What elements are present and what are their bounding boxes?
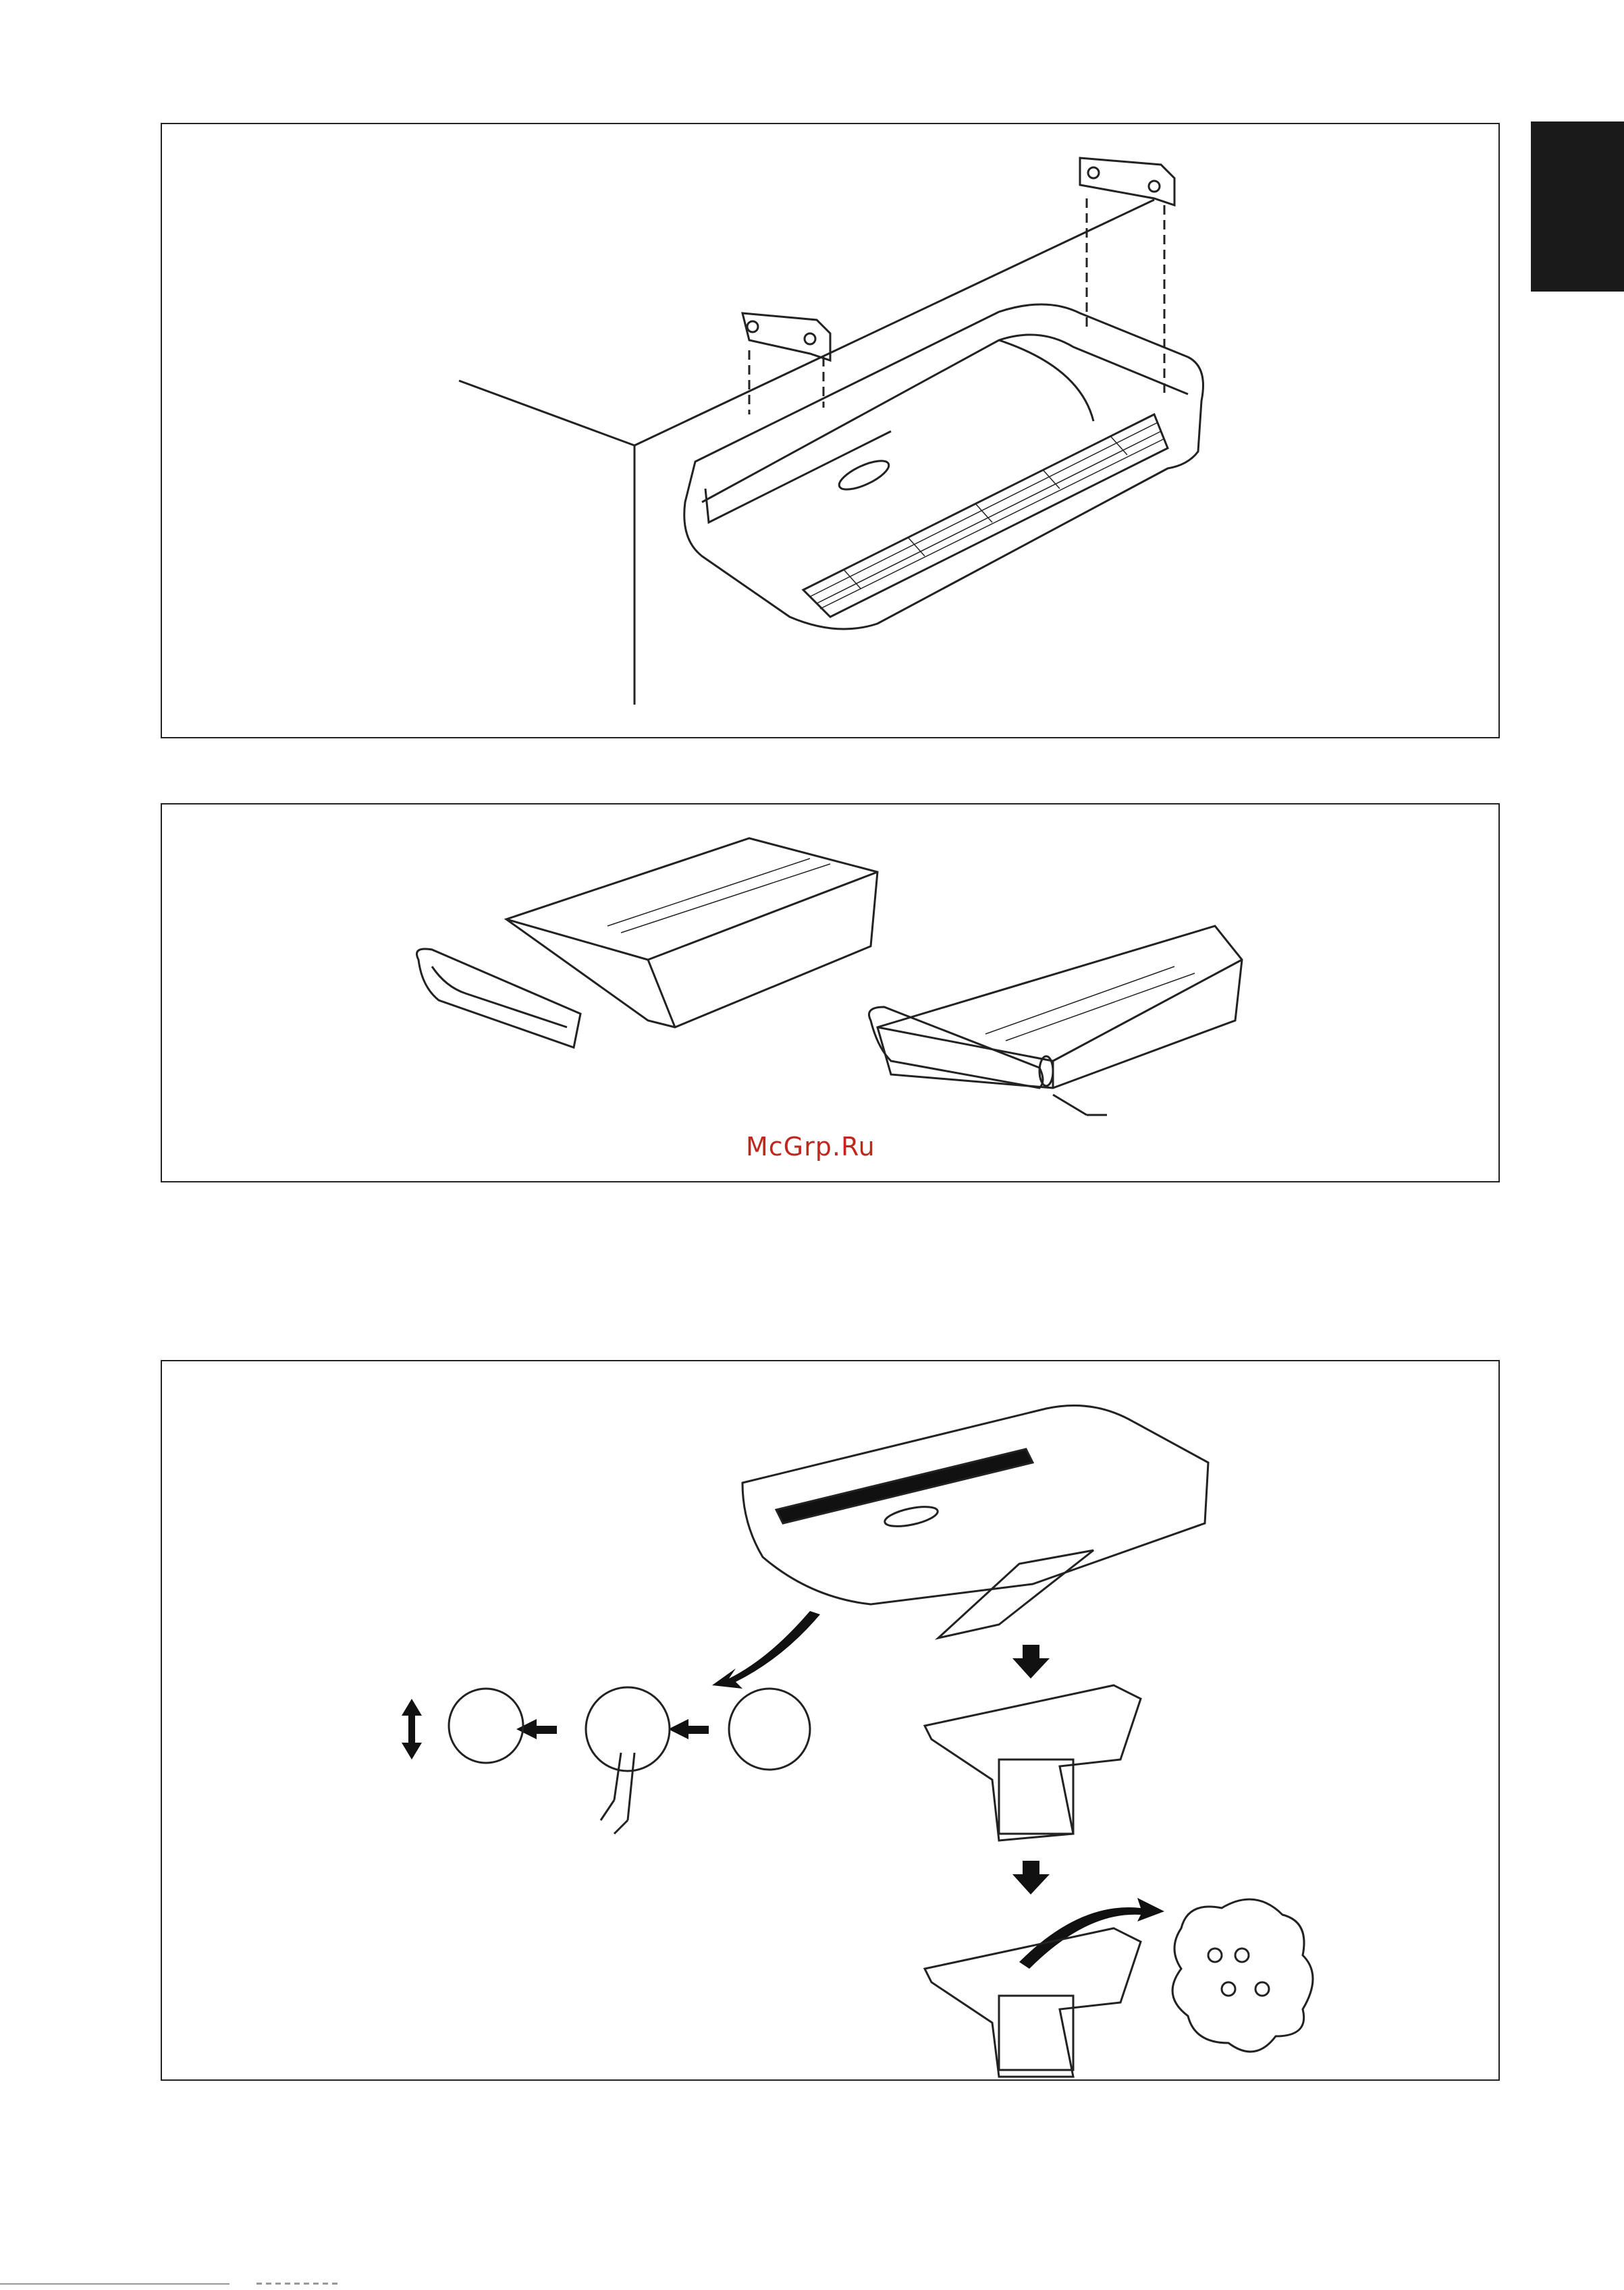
figure-air-filter-removal — [161, 1360, 1500, 2081]
indoor-unit-icon — [742, 1406, 1208, 1639]
footer-marks — [256, 2283, 337, 2285]
footer-rule — [0, 2283, 229, 2285]
figure-ceiling-mount — [161, 123, 1500, 738]
detail-circle-icon — [449, 1687, 810, 1834]
hinge-detail-icon — [1172, 1899, 1313, 2052]
arrow-icon — [402, 1611, 1164, 1969]
watermark: McGrp.Ru — [746, 1132, 875, 1162]
ceiling-bracket-icon — [742, 158, 1174, 414]
unit-body-icon — [506, 838, 1242, 1115]
indoor-unit-icon — [684, 304, 1203, 629]
figure-side-panel-removal — [161, 803, 1500, 1182]
ceiling-wall-lines — [459, 200, 1154, 705]
section-tab — [1531, 121, 1624, 292]
side-cover-icon — [417, 949, 1044, 1088]
